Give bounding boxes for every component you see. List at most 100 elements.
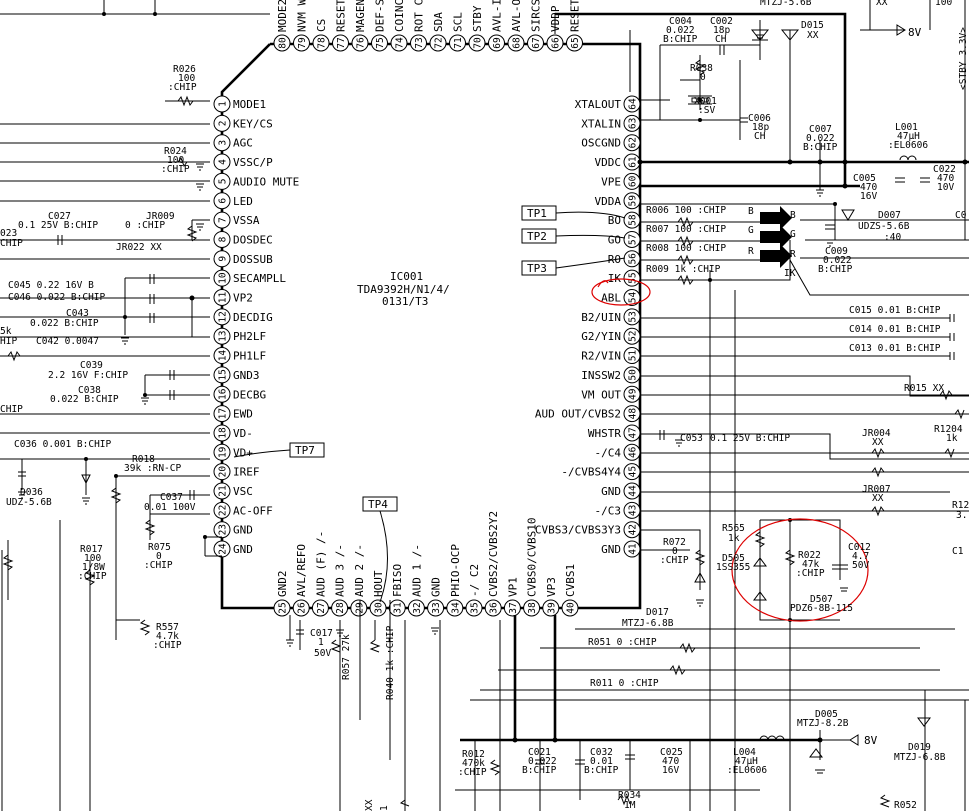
pin-circle xyxy=(623,501,641,519)
pin-number: 45 xyxy=(628,466,639,477)
c045-label: C045 0.22 16V B xyxy=(8,280,94,291)
tp3: TP3 xyxy=(521,257,626,276)
pin-number: 44 xyxy=(628,485,639,497)
pin-name: IK xyxy=(608,272,622,285)
c021-value: 0.022 xyxy=(528,756,557,767)
pin-number: 40 xyxy=(566,602,577,614)
pin-circle xyxy=(213,289,231,306)
pin-circle xyxy=(449,34,466,52)
d036-value: UDZ-5.6B xyxy=(6,497,52,508)
pin-name: DOSDEC xyxy=(233,233,273,246)
pin-name: HOUT xyxy=(372,570,385,597)
r040-label: R040 1k :CHIP xyxy=(385,625,396,700)
r557-type: :CHIP xyxy=(153,640,182,651)
c021-label: C021 xyxy=(528,747,551,758)
rgb-r-out: R xyxy=(790,249,796,260)
pin-number: 32 xyxy=(412,602,423,613)
tp4: TP4 xyxy=(362,496,398,603)
d036-label: D036 xyxy=(20,487,43,498)
r075-type: :CHIP xyxy=(144,560,173,571)
c038-label: C038 xyxy=(78,385,101,396)
pin-name: DECDIG xyxy=(233,311,273,324)
pin-name: STBY xyxy=(471,5,484,32)
pin-circle xyxy=(429,34,447,52)
pin-number: 38 xyxy=(527,602,538,614)
c046-label: C046 0.022 B:CHIP xyxy=(8,292,106,303)
c007-type: B:CHIP xyxy=(803,142,838,153)
pin-name: XTALIN xyxy=(581,117,621,130)
c043-value: 0.022 B:CHIP xyxy=(30,318,99,329)
r007-label: R007 100 :CHIP xyxy=(646,224,726,235)
pin-circle xyxy=(623,308,641,326)
pin-number: 8 xyxy=(218,236,229,242)
c012-volt: 50V xyxy=(852,560,869,571)
pin-number: 59 xyxy=(628,195,639,207)
pin-circle xyxy=(388,599,406,617)
pin-number: 76 xyxy=(356,37,367,49)
pin-number: 74 xyxy=(395,37,406,49)
r052-label: R052 xyxy=(894,800,917,811)
pin-circle xyxy=(213,114,231,132)
pin-circle xyxy=(213,385,231,403)
c037-value: 0.01 100V xyxy=(144,502,196,513)
r026-label: R026 xyxy=(173,64,196,75)
c039-value: 2.2 16V F:CHIP xyxy=(48,370,128,381)
pin-circle xyxy=(213,347,231,365)
tp4-label: TP4 xyxy=(368,498,388,511)
jr004-value: XX xyxy=(872,437,884,448)
tp1: TP1 xyxy=(521,205,626,221)
r5k-label: 5k xyxy=(0,326,12,337)
pin-circle xyxy=(623,269,641,287)
pin-circle xyxy=(350,599,368,617)
pin-name: AUD (F) /- xyxy=(314,531,327,597)
right-wiring xyxy=(289,0,969,811)
c027-value: 0.1 25V B:CHIP xyxy=(18,220,98,231)
pin-number: 63 xyxy=(628,118,639,129)
pin-name: VP2 xyxy=(233,292,253,305)
v8-arrow-bottom xyxy=(849,734,859,746)
pin-name: CVBS0/CVBS10 xyxy=(526,518,539,597)
pin-circle xyxy=(623,289,641,306)
jr022-label: JR022 XX xyxy=(116,242,162,253)
pin-number: 6 xyxy=(218,198,229,204)
c006-value: 18p xyxy=(752,122,769,133)
pin-name: B2/UIN xyxy=(581,311,621,324)
pin-name: DECBG xyxy=(233,388,266,401)
pin-number: 12 xyxy=(218,311,229,322)
pin-number: 48 xyxy=(628,408,639,420)
c038-value: 0.022 B:CHIP xyxy=(50,394,119,405)
c043-label: C043 xyxy=(66,308,89,319)
pin-circle xyxy=(488,34,505,52)
d507-label: D507 xyxy=(810,594,833,605)
r565-label: R565 xyxy=(722,523,745,534)
tp7: TP7 xyxy=(233,442,325,458)
pin-circle xyxy=(213,501,231,519)
pin-name: ROT COIL xyxy=(413,0,426,32)
c004-type: B:CHIP xyxy=(663,34,698,45)
d005-label: D005 xyxy=(815,709,838,720)
pin-number: 39 xyxy=(546,602,557,614)
pin-circle xyxy=(623,95,641,113)
pin-name: GO xyxy=(608,233,621,246)
c027-label: C027 xyxy=(48,211,71,222)
right-components xyxy=(296,29,965,810)
d017-label: D017 xyxy=(646,607,669,618)
abl-highlight-ellipse xyxy=(591,278,651,306)
r557-value: 4.7k xyxy=(156,631,179,642)
c025-value: 470 xyxy=(662,756,679,767)
v8-arrow-top xyxy=(896,24,906,36)
l001-type: :EL0606 xyxy=(888,140,928,151)
